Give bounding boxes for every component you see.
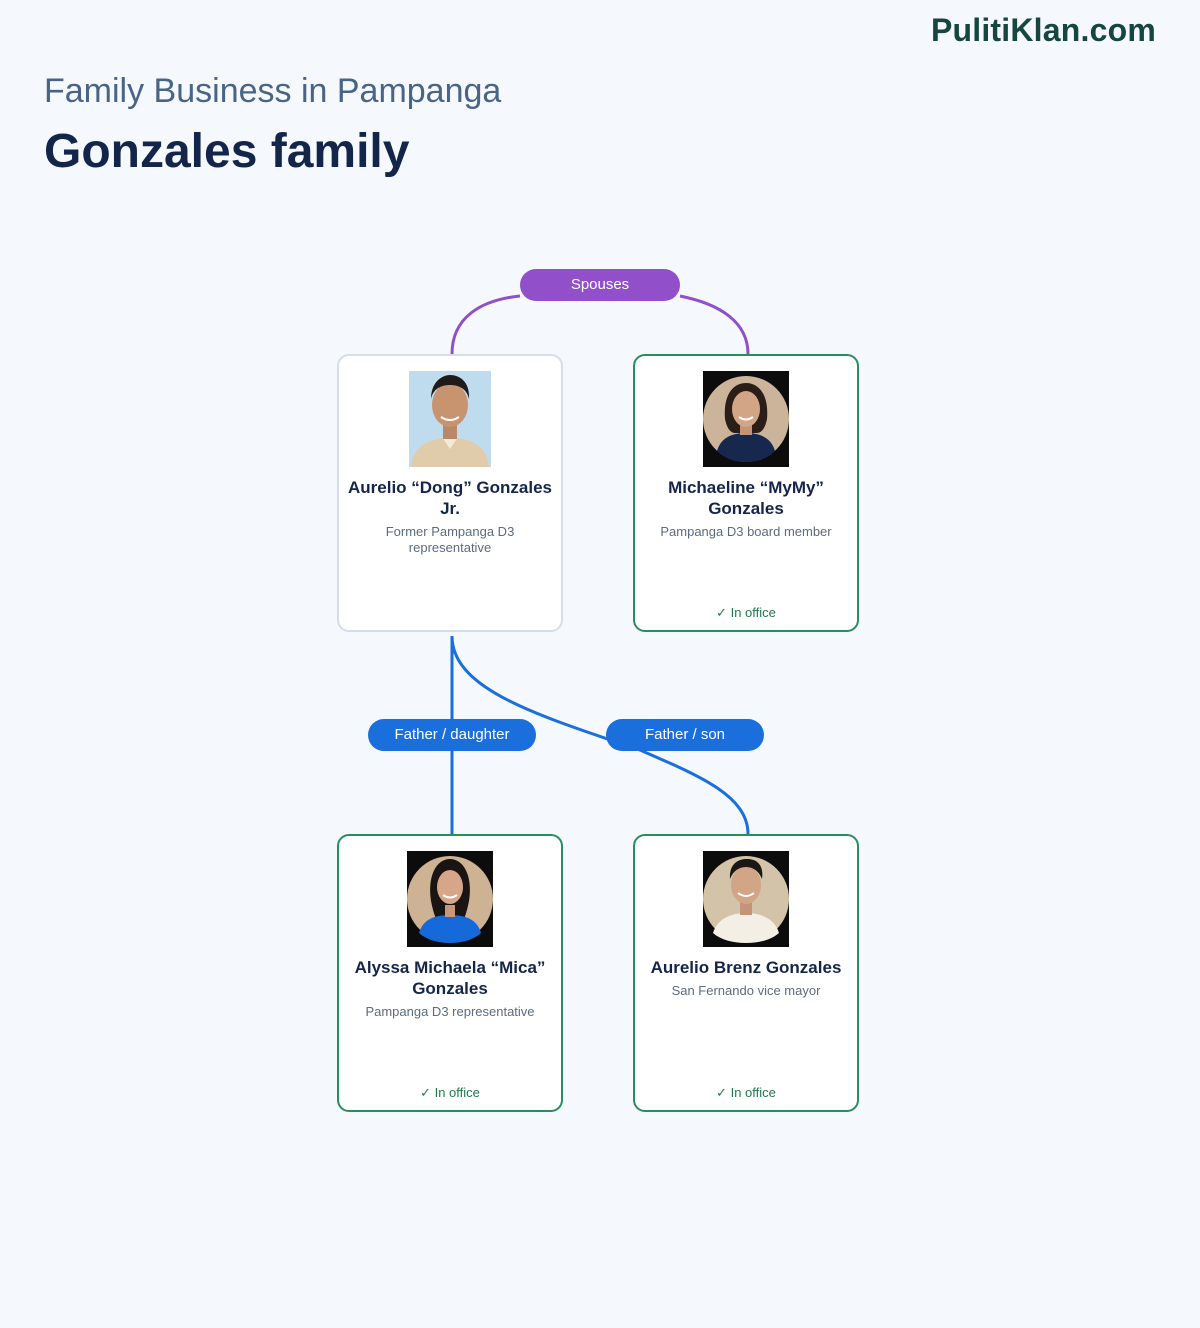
in-office-status: ✓ In office <box>716 605 776 620</box>
father-daughter-label: Father / daughter <box>368 719 536 751</box>
person-card-mymy[interactable]: Michaeline “MyMy” Gonzales Pampanga D3 b… <box>633 354 859 632</box>
person-card-brenz[interactable]: Aurelio Brenz Gonzales San Fernando vice… <box>633 834 859 1112</box>
page-title: Gonzales family <box>44 125 410 178</box>
person-name: Alyssa Michaela “Mica” Gonzales <box>354 958 546 998</box>
in-office-status: ✓ In office <box>420 1085 480 1100</box>
in-office-status: ✓ In office <box>716 1085 776 1100</box>
father-son-label: Father / son <box>606 719 764 751</box>
portrait-photo <box>703 851 789 947</box>
person-name: Aurelio “Dong” Gonzales Jr. <box>347 478 553 518</box>
person-name: Michaeline “MyMy” Gonzales <box>668 478 824 518</box>
site-logo: PulitiKlan.com <box>930 12 1156 48</box>
person-role: Former Pampanga D3 representative <box>385 524 515 555</box>
person-name: Aurelio Brenz Gonzales <box>650 958 842 977</box>
spouse-link-right <box>679 294 750 355</box>
spouse-link-left <box>450 294 521 355</box>
spouses-label: Spouses <box>520 269 680 301</box>
person-role: Pampanga D3 representative <box>365 1004 535 1019</box>
page-subtitle: Family Business in Pampanga <box>44 72 502 110</box>
person-role: San Fernando vice mayor <box>671 983 821 998</box>
person-role: Pampanga D3 board member <box>660 524 832 539</box>
portrait-photo <box>409 371 491 467</box>
person-card-dong[interactable]: Aurelio “Dong” Gonzales Jr. Former Pampa… <box>337 354 563 632</box>
person-card-mica[interactable]: Alyssa Michaela “Mica” Gonzales Pampanga… <box>337 834 563 1112</box>
portrait-photo <box>703 371 789 467</box>
portrait-photo <box>407 851 493 947</box>
